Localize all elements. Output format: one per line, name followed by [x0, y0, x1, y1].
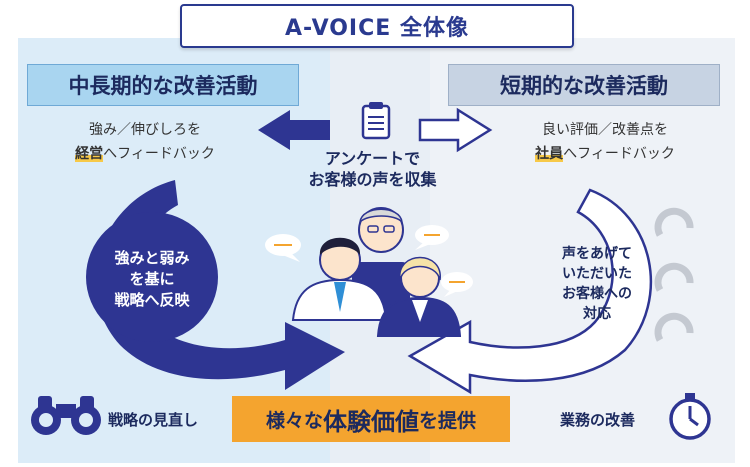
- response-ring-text: 声をあげて いただいた お客様への 対応: [537, 244, 657, 324]
- diagram-title: A-VOICE 全体像: [180, 4, 574, 48]
- ring-line-4: 対応: [583, 306, 611, 322]
- cycle-arrows-icon: [654, 207, 694, 342]
- value-emphasis: 体験価値: [323, 407, 419, 436]
- left-description: 強み／伸びしろを 経営へフィードバック: [40, 118, 250, 166]
- disc-line-3: 戦略へ反映: [114, 291, 190, 309]
- right-desc-rest: へフィードバック: [563, 146, 675, 162]
- center-line-1: アンケートで: [324, 149, 421, 168]
- strategy-disc-text: 強みと弱み を基に 戦略へ反映: [90, 248, 214, 311]
- speech-bubble-lines: [274, 234, 465, 283]
- value-suffix: を提供: [419, 409, 477, 432]
- left-arrow: [258, 110, 330, 150]
- left-desc-line1: 強み／伸びしろを: [89, 122, 201, 138]
- strategy-disc: [86, 212, 218, 342]
- people-illustration: [291, 207, 462, 337]
- right-desc-line1: 良い評価／改善点を: [542, 122, 668, 138]
- right-desc-emphasis: 社員: [535, 146, 564, 162]
- ring-line-3: お客様への: [562, 286, 632, 302]
- value-banner: 様々な 体験価値 を提供: [232, 396, 510, 442]
- stopwatch-icon: [669, 393, 711, 440]
- left-desc-rest: へフィードバック: [103, 146, 215, 162]
- left-caption: 戦略の見直し: [108, 411, 199, 429]
- disc-line-2: を基に: [129, 270, 175, 288]
- right-arrow: [418, 107, 493, 153]
- disc-line-1: 強みと弱み: [114, 249, 190, 267]
- left-desc-line2: 経営へフィードバック: [40, 142, 250, 166]
- clipboard-icon: [361, 102, 391, 140]
- value-prefix: 様々な: [265, 409, 323, 432]
- left-heading: 中長期的な改善活動: [27, 64, 299, 106]
- right-heading: 短期的な改善活動: [448, 64, 720, 106]
- center-line-2: お客様の声を収集: [308, 170, 437, 189]
- binoculars-icon: [31, 396, 101, 435]
- ring-line-1: 声をあげて: [562, 246, 632, 262]
- ring-line-2: いただいた: [562, 266, 632, 282]
- right-desc-line2: 社員へフィードバック: [500, 142, 710, 166]
- right-caption: 業務の改善: [560, 411, 636, 429]
- center-text: アンケートで お客様の声を収集: [265, 148, 480, 190]
- right-description: 良い評価／改善点を 社員へフィードバック: [500, 118, 710, 166]
- left-desc-emphasis: 経営: [75, 146, 104, 162]
- right-swoop-arrow: [407, 188, 653, 395]
